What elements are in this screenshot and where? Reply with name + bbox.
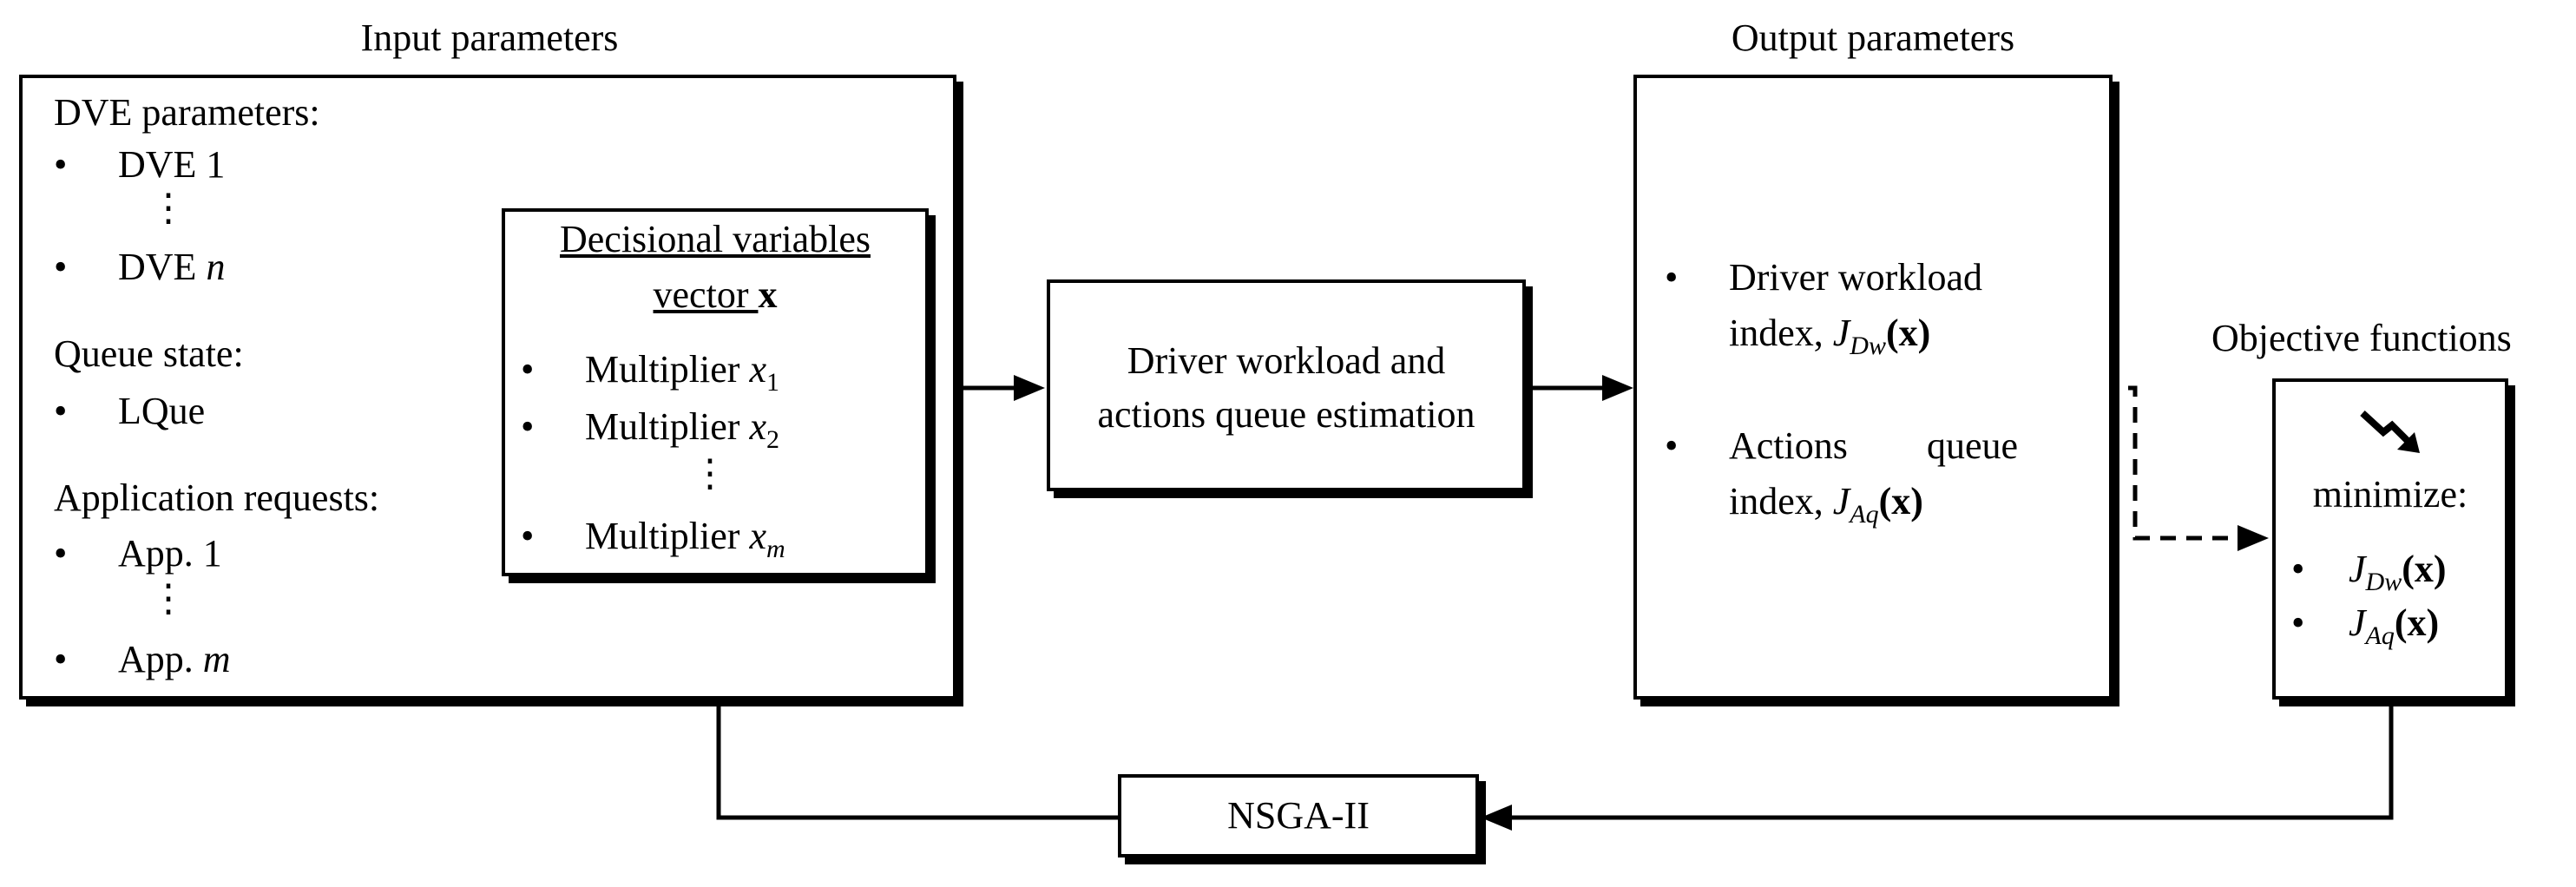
bullet: • <box>521 348 535 391</box>
bullet: • <box>54 638 68 680</box>
queue-heading: Queue state: <box>54 332 244 375</box>
app-last-item: App. m <box>118 638 231 680</box>
arrowhead <box>1481 805 1512 831</box>
bullet: • <box>521 515 535 557</box>
bullet: • <box>54 143 68 186</box>
minimize-label: minimize: <box>2312 473 2468 516</box>
app-first-item: App. 1 <box>118 532 222 575</box>
vertical-ellipsis: ⋮ <box>149 577 187 620</box>
multiplier-item-1: Multiplier x1 <box>585 348 779 397</box>
estimation-box <box>1047 279 1526 491</box>
bullet: • <box>54 390 68 432</box>
arrowhead <box>1014 375 1045 401</box>
arrow-objective-to-nsga <box>1510 701 2394 820</box>
estimation-line1: Driver workload and <box>1127 339 1446 382</box>
output-item1-line1: Driver workload <box>1729 256 1983 299</box>
dashed-arrow-output-to-objective <box>1633 385 2239 541</box>
decision-variables-box <box>502 208 929 576</box>
output-panel-title: Output parameters <box>1731 16 2015 59</box>
nsga-box <box>1118 774 1479 857</box>
decision-box-title-line2: vector x <box>653 273 778 316</box>
output-item1-line2: index, JDw(x) <box>1729 312 1931 360</box>
bullet: • <box>2291 601 2305 644</box>
dve-last-item: DVE n <box>118 246 226 288</box>
output-item2-word1: Actions <box>1729 424 1848 467</box>
multiplier-item-2: Multiplier x2 <box>585 405 779 454</box>
multiplier-item-m: Multiplier xm <box>585 515 785 563</box>
app-heading: Application requests: <box>54 476 380 519</box>
input-panel-title: Input parameters <box>360 16 619 59</box>
arrowhead <box>1602 375 1633 401</box>
output-item2-word2: queue <box>1927 424 2019 467</box>
decision-box-title-line1: Decisional variables <box>560 218 871 260</box>
vertical-ellipsis: ⋮ <box>149 187 187 229</box>
objective-jdw: JDw(x) <box>2349 548 2447 596</box>
nsga-label: NSGA-II <box>1227 794 1370 837</box>
dve-heading: DVE parameters: <box>54 91 320 134</box>
queue-item: LQue <box>118 390 206 432</box>
bullet: • <box>1665 424 1679 467</box>
objective-jaq: JAq(x) <box>2349 601 2440 650</box>
dve-first-item: DVE 1 <box>118 143 226 186</box>
output-panel <box>1633 75 2113 700</box>
arrowhead <box>2238 525 2269 551</box>
bullet: • <box>521 405 535 448</box>
bullet: • <box>54 246 68 288</box>
objective-panel <box>2272 378 2508 700</box>
objective-panel-title: Objective functions <box>2211 317 2512 359</box>
bullet: • <box>54 532 68 575</box>
bullet: • <box>1665 256 1679 299</box>
output-item2-line2: index, JAq(x) <box>1729 480 1923 529</box>
estimation-line2: actions queue estimation <box>1097 393 1475 436</box>
bullet: • <box>2291 548 2305 590</box>
trend-down-icon <box>2360 411 2420 453</box>
vertical-ellipsis: ⋮ <box>691 452 729 495</box>
